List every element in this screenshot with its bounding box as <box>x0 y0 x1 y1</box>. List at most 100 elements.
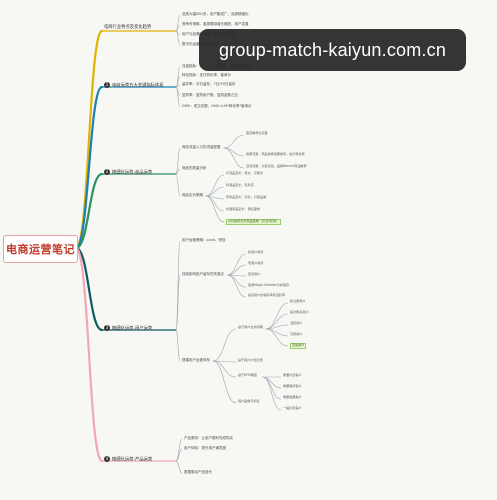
mindmap-root: 电商运营笔记 <box>3 235 78 263</box>
connector-line <box>74 85 104 250</box>
detail-node: 首页推荐位流量 <box>246 131 268 136</box>
detail-node: 使用Magic Number分析留存 <box>248 283 289 288</box>
node-label: 重要发展客户 <box>283 395 302 399</box>
connector-line <box>205 174 225 197</box>
subtopic-node: 找到影响用户留存的关键点 <box>182 272 224 276</box>
node-label: 活动流量：大促活动，品牌Banner商品推荐 <box>246 164 307 168</box>
subtopic-node: 数据驱动产品迭代 <box>184 470 212 474</box>
detail-node: 活动流量：大促活动，品牌Banner商品推荐 <box>246 164 307 169</box>
subtopic-node: 产品原则：让用户顺利完成购买 <box>184 436 233 440</box>
leaf-node: 流失用户 <box>290 343 307 349</box>
node-label: 新用户留存 <box>248 250 264 254</box>
leaf-node: 重要发展客户 <box>283 395 302 400</box>
node-label: 精细化运营-商品运营 <box>112 170 153 176</box>
connector-line <box>212 360 237 404</box>
node-label: 竞争时常稀，客源限制增长缩短，用户发展 <box>182 22 249 26</box>
leaf-node: 首次购买用户 <box>290 310 309 315</box>
detail-node: 新用户留存 <box>248 250 264 255</box>
node-label: 基于用户价值分层 <box>238 358 263 362</box>
connector-line <box>227 274 247 298</box>
node-label: GMV：成交总额，GMV=UV*转化率*客单价 <box>182 104 252 108</box>
node-label: 复购率：复购用户数、复购金额占比 <box>182 93 238 97</box>
node-label: 形象品定价：高价，打造品牌 <box>226 195 267 199</box>
subtopic-node: 竞争时常稀，客源限制增长缩短，用户发展 <box>182 22 249 26</box>
node-label: 用户画像与标签 <box>238 399 260 403</box>
subtopic-node: 商品流量入口的流量配置 <box>182 145 221 149</box>
subtopic-node: 搭建用户运营体系 <box>182 358 210 362</box>
subtopic-node: 留存率：次日留存、7日/30日留存 <box>182 82 235 86</box>
detail-node: 回流用户 <box>248 272 261 277</box>
branch-number-badge: 1 <box>104 82 110 88</box>
node-label: 用户运营策略：push、短信 <box>182 238 226 242</box>
connector-line <box>175 173 181 197</box>
detail-node: 以价格带划分商品结构（引流/利润） <box>226 219 281 225</box>
branch-number-badge: 4 <box>104 456 110 462</box>
connector-line <box>74 246 104 463</box>
node-label: 精细化运营-产品运营 <box>112 457 153 463</box>
detail-node: 引流品定价：低价，高曝光 <box>226 171 264 176</box>
detail-node: 基于用户价值分层 <box>238 358 263 363</box>
connector-line <box>175 274 181 331</box>
connector-line <box>227 264 247 276</box>
node-label: 一般价值客户 <box>283 406 302 410</box>
node-label: 转化指标：支付转化率、客单价 <box>182 73 231 77</box>
watermark-overlay: group-match-kaiyun.com.cn <box>199 29 466 71</box>
detail-node: 形象品定价：高价，打造品牌 <box>226 195 267 200</box>
node-label: 商品流量入口的流量配置 <box>182 145 221 149</box>
node-label: 基于用户生命周期 <box>238 325 263 329</box>
detail-node: 用户画像与标签 <box>238 399 260 404</box>
node-label: 回流用户 <box>248 272 261 276</box>
node-label: 商品的质量分析 <box>182 166 207 170</box>
node-label: 老用户留存 <box>248 261 264 265</box>
connector-line <box>212 328 237 362</box>
detail-node: 长尾商品定价：满足需求 <box>226 207 261 212</box>
node-label: 用户体验：提升用户满意度 <box>184 446 226 450</box>
connector-line <box>262 376 282 389</box>
connector-line <box>175 168 181 175</box>
subtopic-node: 转化指标：支付转化率、客单价 <box>182 73 231 77</box>
detail-node: 基于用户生命周期 <box>238 325 263 330</box>
node-label: 找到影响用户留存的关键点 <box>182 272 224 276</box>
leaf-node: 重要保持客户 <box>283 384 302 389</box>
connector-line <box>227 253 247 276</box>
connector-line <box>212 360 237 378</box>
node-label: 搭建用户运营体系 <box>182 358 210 362</box>
detail-node: 搜索流量：商品搜索结果排序，提升转化率 <box>246 152 305 157</box>
subtopic-node: 品类大幅SKU多，用户集成广，品类精细化 <box>182 12 248 16</box>
node-label: 留存率：次日留存、7日/30日留存 <box>182 82 236 86</box>
connector-line <box>265 328 289 337</box>
node-label: 电商行业特点及变化趋势 <box>104 25 152 30</box>
connector-line <box>175 460 183 474</box>
connector-line <box>175 240 181 331</box>
connector-line <box>223 147 245 157</box>
subtopic-node: GMV：成交总额，GMV=UV*转化率*客单价 <box>182 104 252 108</box>
leaf-node: 沉默用户 <box>290 332 302 337</box>
subtopic-node: 用户运营策略：push、短信 <box>182 238 225 242</box>
connector-line <box>74 172 104 250</box>
connector-line <box>175 329 181 362</box>
branch-number-badge: 3 <box>104 325 110 331</box>
connector-line <box>175 448 183 462</box>
node-label: 引流品定价：低价，高曝光 <box>226 171 264 175</box>
connector-line <box>175 30 181 46</box>
connector-line <box>205 186 225 197</box>
subtopic-node: 商品定价策略 <box>182 193 203 197</box>
node-label: 提高用户的留存率和活跃率 <box>248 293 286 297</box>
node-label: 流失用户 <box>292 343 305 347</box>
connector-line <box>223 147 245 169</box>
node-label: 数据驱动产品迭代 <box>184 470 212 474</box>
node-label: 品类大幅SKU多，用户集成广，品类精细化 <box>182 12 249 16</box>
connector-line <box>74 246 104 332</box>
branch-number-badge: 2 <box>104 169 110 175</box>
watermark-text: group-match-kaiyun.com.cn <box>218 39 447 60</box>
connector-line <box>175 86 181 108</box>
connector-line <box>223 134 245 149</box>
connector-line <box>175 147 181 175</box>
detail-node: 利润品定价：毛利高 <box>226 183 254 188</box>
detail-node: 老用户留存 <box>248 261 264 266</box>
node-label: 长尾商品定价：满足需求 <box>226 207 261 211</box>
